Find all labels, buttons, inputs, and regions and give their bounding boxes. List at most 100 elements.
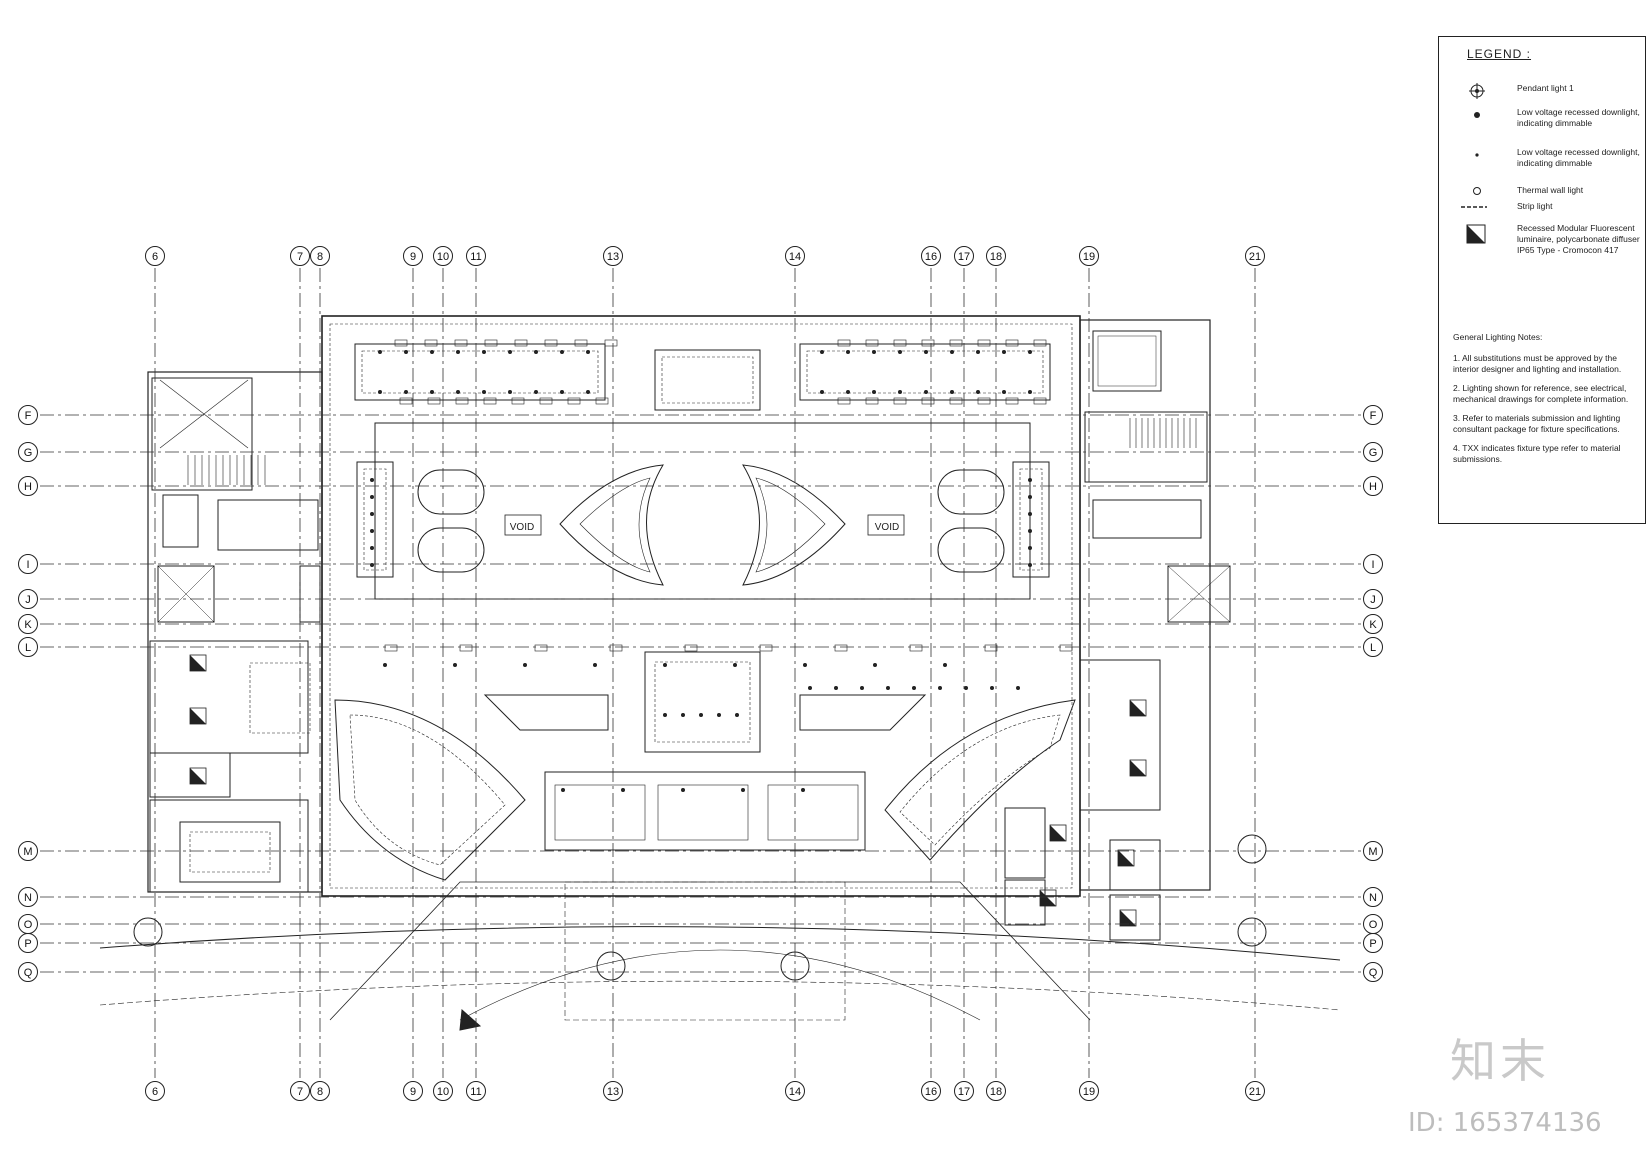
grid-bubble-row	[1363, 589, 1383, 609]
grid-label-row: O	[1369, 919, 1378, 931]
grid-bubble-col	[145, 246, 165, 266]
grid-bubble-col	[921, 246, 941, 266]
grid-label-col: 11	[470, 1086, 481, 1098]
watermark-id: ID: 165374136	[1408, 1108, 1602, 1138]
grid-bubble-col	[433, 246, 453, 266]
grid-label-row: L	[1370, 642, 1376, 654]
note-4: 4. TXX indicates fixture type refer to m…	[1453, 443, 1621, 464]
grid-bubble-row	[1363, 962, 1383, 982]
grid-bubble-col	[403, 246, 423, 266]
grid-bubble-col	[986, 246, 1006, 266]
grid-bubble-row	[18, 637, 38, 657]
grid-label-col: 8	[317, 1086, 323, 1098]
watermark-logo: 知末	[1450, 1034, 1550, 1088]
grid-label-col: 16	[925, 251, 937, 263]
grid-bubble-col	[921, 1081, 941, 1101]
note-1: 1. All substitutions must be approved by…	[1453, 353, 1622, 374]
legend-text-strip-light: Strip light	[1517, 201, 1553, 211]
grid-label-col: 6	[152, 251, 158, 263]
grid-label-col: 14	[789, 1086, 801, 1098]
grid-bubble-col	[290, 246, 310, 266]
grid-bubble-row	[1363, 637, 1383, 657]
downlight-small-icon	[1475, 153, 1479, 157]
grid-bubble-row	[18, 933, 38, 953]
grid-label-row: L	[25, 642, 31, 654]
grid-bubble-row	[18, 476, 38, 496]
grid-label-row: J	[25, 594, 31, 606]
grid-label-col: 17	[958, 251, 970, 263]
grid-bubble-col	[954, 246, 974, 266]
grid-label-row: N	[1369, 892, 1377, 904]
grid-label-row: F	[1370, 410, 1377, 422]
grid-bubble-row	[18, 887, 38, 907]
grid-label-col: 18	[990, 251, 1002, 263]
general-notes: General Lighting Notes: 1. All substitut…	[1453, 332, 1641, 473]
grid-bubble-col	[145, 1081, 165, 1101]
grid-label-row: M	[1368, 846, 1377, 858]
grid-bubble-row	[1363, 554, 1383, 574]
grid-label-col: 16	[925, 1086, 937, 1098]
grid-bubble-col	[986, 1081, 1006, 1101]
grid-bubble-row	[1363, 405, 1383, 425]
grid-label-row: O	[24, 919, 33, 931]
pendant-light-icon	[1469, 83, 1485, 99]
modular-fluorescent-icon	[1466, 224, 1486, 244]
grid-label-row: H	[1369, 481, 1377, 493]
grid-label-row: G	[1369, 447, 1378, 459]
grid-bubble-row	[18, 554, 38, 574]
grid-label-col: 13	[607, 1086, 619, 1098]
grid-label-col: 13	[607, 251, 619, 263]
grid-bubble-row	[18, 442, 38, 462]
grid-label-col: 10	[437, 251, 449, 263]
grid-label-col: 21	[1249, 1086, 1261, 1098]
grid-label-row: J	[1370, 594, 1376, 606]
grid-label-row: F	[25, 410, 32, 422]
grid-label-col: 9	[410, 1086, 416, 1098]
grid-label-row: H	[24, 481, 32, 493]
grid-label-col: 9	[410, 251, 416, 263]
grid-bubble-row	[1363, 614, 1383, 634]
legend-title: LEGEND :	[1467, 47, 1532, 61]
grid-label-row: M	[23, 846, 32, 858]
grid-label-row: P	[1369, 938, 1376, 950]
grid-label-row: I	[1371, 559, 1374, 571]
grid-label-col: 19	[1083, 251, 1095, 263]
grid-bubble-col	[1079, 246, 1099, 266]
notes-title: General Lighting Notes:	[1453, 332, 1543, 342]
grid-bubble-col	[466, 246, 486, 266]
grid-label-col: 7	[297, 251, 303, 263]
grid-bubble-row	[1363, 442, 1383, 462]
grid-bubble-col	[1079, 1081, 1099, 1101]
legend-panel: LEGEND : Pendant light 1 Low voltage rec…	[1438, 36, 1646, 524]
legend-text-downlight-large: Low voltage recessed downlight, indicati…	[1517, 107, 1640, 128]
grid-label-row: K	[24, 619, 32, 631]
legend-text-modular: Recessed Modular Fluorescent luminaire, …	[1517, 223, 1640, 255]
grid-label-row: Q	[1369, 967, 1378, 979]
grid-bubble-col	[310, 1081, 330, 1101]
grid-label-col: 18	[990, 1086, 1002, 1098]
grid-bubble-row	[18, 614, 38, 634]
grid-bubble-col	[785, 246, 805, 266]
grid-label-col: 19	[1083, 1086, 1095, 1098]
grid-label-col: 14	[789, 251, 801, 263]
grid-bubble-col	[466, 1081, 486, 1101]
strip-light-icon	[1461, 206, 1487, 208]
grid-bubble-row	[18, 589, 38, 609]
grid-label-col: 7	[297, 1086, 303, 1098]
grid-bubble-col	[1245, 1081, 1265, 1101]
grid-bubble-row	[18, 962, 38, 982]
grid-label-col: 11	[470, 251, 481, 263]
void-label-right: VOID	[875, 522, 899, 533]
wall-light-icon	[1473, 187, 1481, 195]
grid-bubble-col	[785, 1081, 805, 1101]
note-2: 2. Lighting shown for reference, see ele…	[1453, 383, 1629, 404]
grid-bubble-row	[18, 405, 38, 425]
grid-bubble-row	[1363, 476, 1383, 496]
grid-label-col: 8	[317, 251, 323, 263]
grid-label-row: Q	[24, 967, 33, 979]
grid-bubble-col	[603, 1081, 623, 1101]
legend-text-wall-light: Thermal wall light	[1517, 185, 1584, 195]
grid-label-row: I	[26, 559, 29, 571]
grid-bubble-col	[310, 246, 330, 266]
